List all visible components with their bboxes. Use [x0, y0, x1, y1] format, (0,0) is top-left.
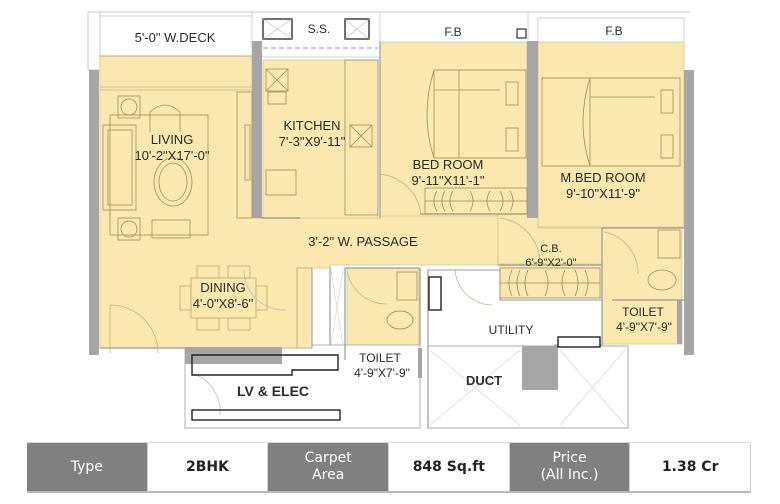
- label-dining-dims: 4'-0"X8'-6": [193, 296, 254, 311]
- label-living: LIVING: [151, 132, 194, 147]
- label-bed-room: BED ROOM: [413, 157, 484, 172]
- type-value-cell: 2BHK: [146, 443, 269, 491]
- type-header: Type: [70, 458, 103, 475]
- label-ss: S.S.: [308, 22, 331, 36]
- dining-furniture: [179, 265, 313, 349]
- type-value: 2BHK: [186, 458, 229, 475]
- label-cb: C.B.: [540, 243, 561, 255]
- interior-walls: [100, 42, 684, 428]
- type-header-cell: Type: [27, 443, 147, 491]
- label-living-dims: 10'-2"X17'-0": [135, 148, 210, 163]
- living-furniture: [102, 91, 253, 241]
- label-toilet-1: TOILET: [359, 351, 401, 365]
- label-toilet-1-dims: 4'-9"X7'-9": [354, 366, 410, 380]
- label-m-bed-room-dims: 9'-10"X11'-9": [566, 186, 640, 201]
- label-w-deck: 5'-0" W.DECK: [135, 30, 216, 45]
- deck-strip: [99, 15, 253, 91]
- price-value: 1.38 Cr: [661, 458, 719, 475]
- door-swings: [109, 173, 639, 416]
- price-header: Price (All Inc.): [540, 450, 599, 483]
- label-m-bed-room: M.BED ROOM: [560, 170, 645, 185]
- label-bed-room-dims: 9'-11"X11'-1": [412, 173, 485, 188]
- carpet-area-value-cell: 848 Sq.ft: [388, 443, 510, 491]
- carpet-area-value: 848 Sq.ft: [412, 458, 485, 475]
- price-header-cell: Price (All Inc.): [509, 443, 630, 491]
- label-toilet-2-dims: 4'-9"X7'-9": [616, 320, 672, 334]
- label-fb-2: F.B: [605, 24, 622, 38]
- label-kitchen: KITCHEN: [283, 118, 340, 133]
- room-labels: 5'-0" W.DECK S.S. F.B F.B LIVING 10'-2"X…: [135, 22, 672, 399]
- toilet-fixtures: [386, 229, 681, 330]
- carpet-area-header: Carpet Area: [304, 450, 352, 483]
- duct-cross: [330, 269, 626, 426]
- service-shaft: [251, 11, 381, 58]
- bedroom-furniture: [424, 69, 681, 299]
- label-toilet-2: TOILET: [622, 305, 664, 319]
- price-value-cell: 1.38 Cr: [629, 443, 752, 491]
- label-lv-elec: LV & ELEC: [237, 383, 309, 399]
- carpet-area-header-cell: Carpet Area: [268, 443, 389, 491]
- floor-plan: 5'-0" W.DECK S.S. F.B F.B LIVING 10'-2"X…: [87, 11, 694, 429]
- label-passage: 3'-2" W. PASSAGE: [308, 234, 418, 249]
- unit-info-table: Type 2BHK Carpet Area 848 Sq.ft Price (A…: [27, 442, 752, 493]
- label-utility: UTILITY: [489, 323, 534, 337]
- room-floors: [99, 41, 685, 361]
- structural-walls: [89, 41, 694, 390]
- label-cb-dims: 6'-9"X2'-0": [525, 257, 576, 269]
- kitchen-fixtures: [262, 59, 379, 219]
- label-fb-1: F.B: [444, 25, 461, 39]
- flower-beds: [379, 11, 685, 43]
- service-areas: [184, 269, 629, 429]
- label-kitchen-dims: 7'-3"X9'-11": [279, 134, 346, 149]
- label-dining: DINING: [200, 280, 246, 295]
- shaft-outlines: [191, 276, 601, 421]
- label-duct: DUCT: [466, 373, 502, 388]
